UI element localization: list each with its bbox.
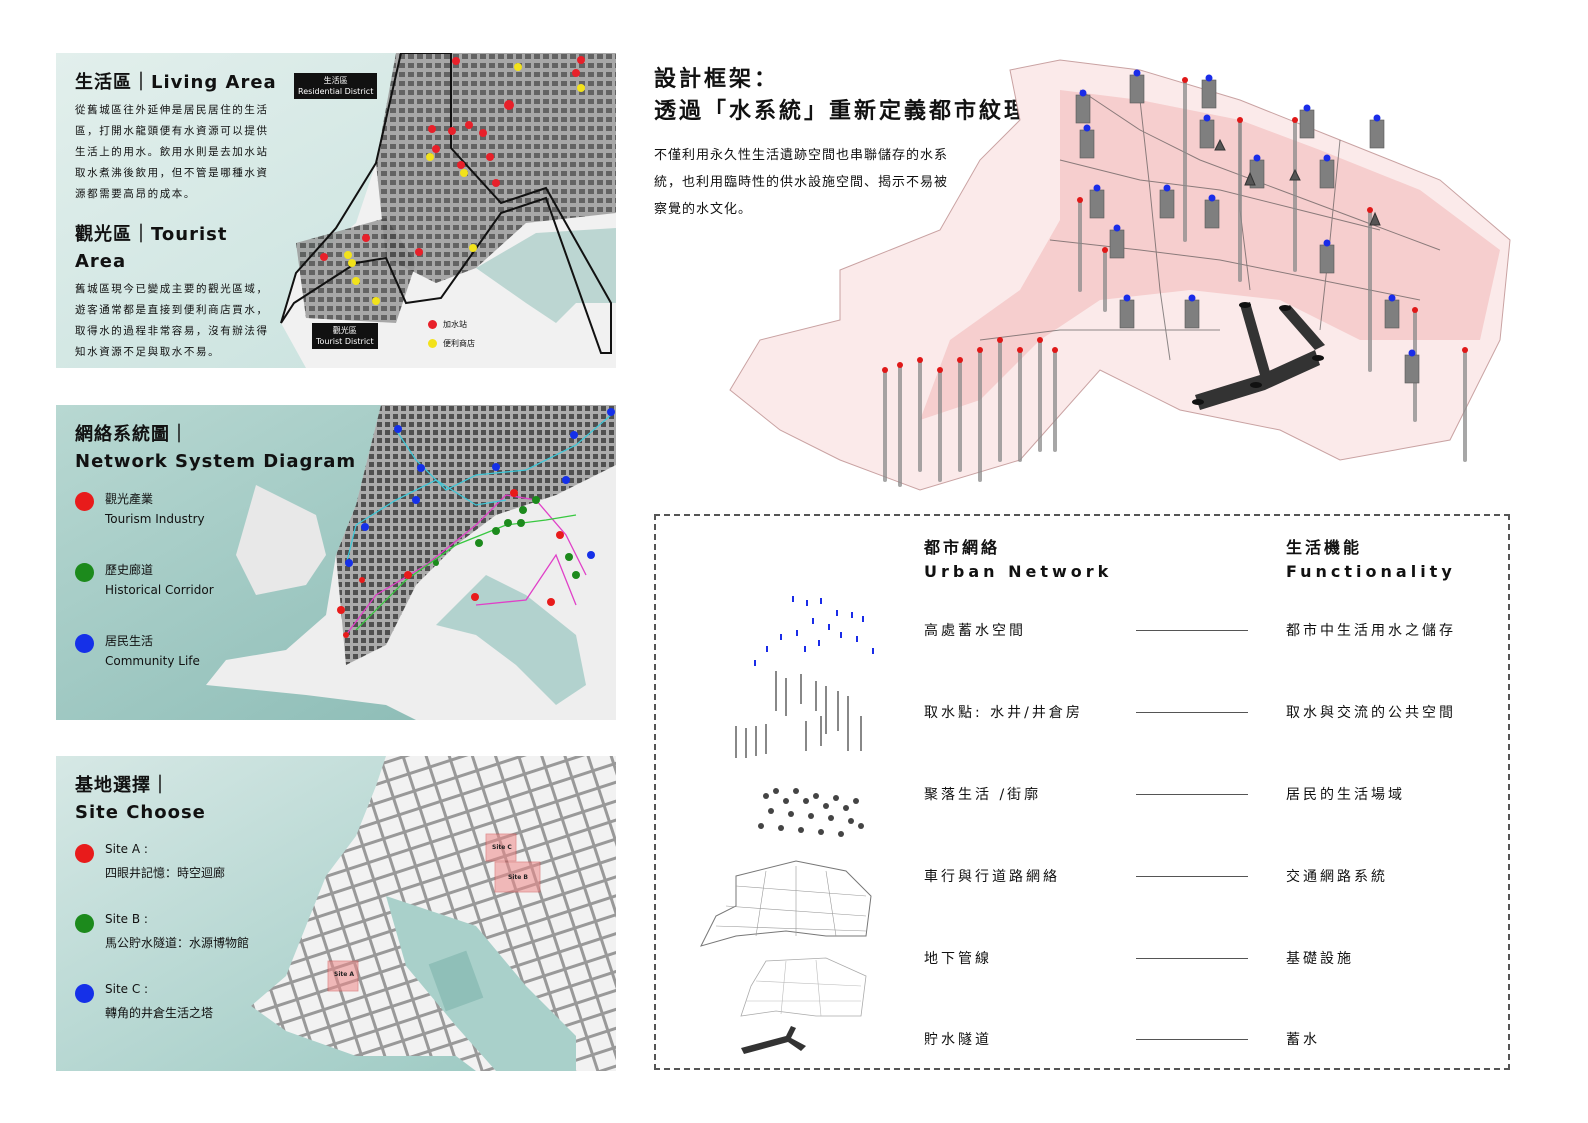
residential-district-tag: 生活區 Residential District [294,73,378,99]
site-b-label: Site B : [105,912,148,926]
living-area-description: 從舊城區往外延伸是居民居住的生活區，打開水龍頭便有水資源可以提供生活上的用水。飲… [75,104,269,200]
row-2-connector [1136,712,1248,713]
network-row-1-label: 高處蓄水空間 [924,623,1026,639]
function-row-3-label: 居民的生活場域 [1286,787,1405,803]
site-a-desc: 四眼井記憶：時空迴廊 [105,866,226,880]
site-b-desc: 馬公貯水隧道：水源博物館 [105,936,250,950]
network-title-en: Network System Diagram [75,451,357,472]
legend-community-en: Community Life [105,654,200,668]
framework-title: 設計框架： 透過「水系統」重新定義都市紋理 [654,64,1029,128]
residential-tag-en: Residential District [298,87,374,96]
tourist-tag-zh: 觀光區 [332,326,357,335]
living-text-block: 生活區｜Living Area 從舊城區往外延伸是居民居住的生活區，打開水龍頭便… [75,69,280,363]
site-b-map-label: Site B [508,874,528,881]
framework-title-line2: 透過「水系統」重新定義都市紋理 [654,99,1030,124]
framework-intro: 不僅利用永久性生活遺跡空間也串聯儲存的水系統，也利用臨時性的供水設施空間、揭示不… [654,148,949,217]
row-3-connector [1136,794,1248,795]
living-area-map [56,53,616,368]
function-row-4-label: 交通網路系統 [1286,869,1388,885]
site-c-dot-icon [75,984,94,1003]
legend-convenience-store: 便利商店 [428,338,475,349]
row-1-connector [1136,630,1248,631]
function-row-6-label: 蓄水 [1286,1032,1320,1048]
tourist-area-description: 舊城區現今已變成主要的觀光區域，遊客通常都是直接到便利商店買水，取得水的過程非常… [75,283,269,358]
site-c-map-label: Site C [492,844,512,851]
tourism-dot-icon [75,492,94,511]
function-row-1-label: 都市中生活用水之儲存 [1286,623,1456,639]
site-title-zh: 基地選擇｜ [75,775,170,796]
functionality-header-en: Functionality [1286,562,1456,581]
urban-network-box: 都市網絡 Urban Network 生活機能 Functionality 高處… [654,514,1510,1070]
site-title-block: 基地選擇｜ Site Choose [75,772,206,826]
row-4-connector [1136,876,1248,877]
site-title-en: Site Choose [75,802,206,823]
function-row-5-label: 基礎設施 [1286,951,1354,967]
network-system-panel: 網絡系統圖｜ Network System Diagram 觀光產業 Touri… [56,405,616,720]
legend-tourism-en: Tourism Industry [105,512,205,526]
living-area-panel: 生活區｜Living Area 從舊城區往外延伸是居民居住的生活區，打開水龍頭便… [56,53,616,368]
network-map [56,405,616,720]
tourist-area-title: 觀光區｜Tourist Area [75,224,228,272]
function-row-2-label: 取水與交流的公共空間 [1286,705,1456,721]
site-choose-panel: Site C Site B Site A 基地選擇｜ Site Choose S… [56,756,616,1071]
urban-network-header-en: Urban Network [924,562,1113,581]
legend-water-label: 加水站 [443,320,467,329]
residential-tag-zh: 生活區 [323,76,348,85]
axonometric-water-system-diagram [729,59,1511,491]
site-a-map-label: Site A [334,971,355,978]
legend-tourism-zh: 觀光產業 [105,492,154,506]
row-5-connector [1136,958,1248,959]
site-map [56,756,616,1071]
network-row-5-label: 地下管線 [924,951,992,967]
framework-title-line1: 設計框架： [654,67,780,92]
tourist-tag-en: Tourist District [316,337,374,346]
site-b-dot-icon [75,914,94,933]
community-dot-icon [75,634,94,653]
network-row-4-label: 車行與行道路網絡 [924,869,1060,885]
network-title-block: 網絡系統圖｜ Network System Diagram [75,421,356,475]
site-c-label: Site C : [105,982,149,996]
network-row-6-label: 貯水隧道 [924,1032,992,1048]
row-6-connector [1136,1039,1248,1040]
urban-network-header-zh: 都市網絡 [924,538,1001,557]
network-row-3-label: 聚落生活 /街廓 [924,787,1042,803]
legend-water-station: 加水站 [428,319,467,330]
exploded-layers-illustration [700,596,874,1054]
historical-dot-icon [75,563,94,582]
tourist-district-tag: 觀光區 Tourist District [312,323,378,349]
network-title-zh: 網絡系統圖｜ [75,424,189,445]
store-dot-icon [428,339,437,348]
legend-historical-zh: 歷史廊道 [105,563,154,577]
legend-historical-en: Historical Corridor [105,583,214,597]
living-area-title: 生活區｜Living Area [75,72,277,93]
site-c-desc: 轉角的井倉生活之塔 [105,1006,214,1020]
network-row-2-label: 取水點: 水井/井倉房 [924,705,1083,721]
legend-community-zh: 居民生活 [105,634,154,648]
site-a-label: Site A : [105,842,148,856]
functionality-header-zh: 生活機能 [1286,538,1363,557]
site-a-dot-icon [75,844,94,863]
legend-store-label: 便利商店 [443,339,475,348]
water-station-dot-icon [428,320,437,329]
